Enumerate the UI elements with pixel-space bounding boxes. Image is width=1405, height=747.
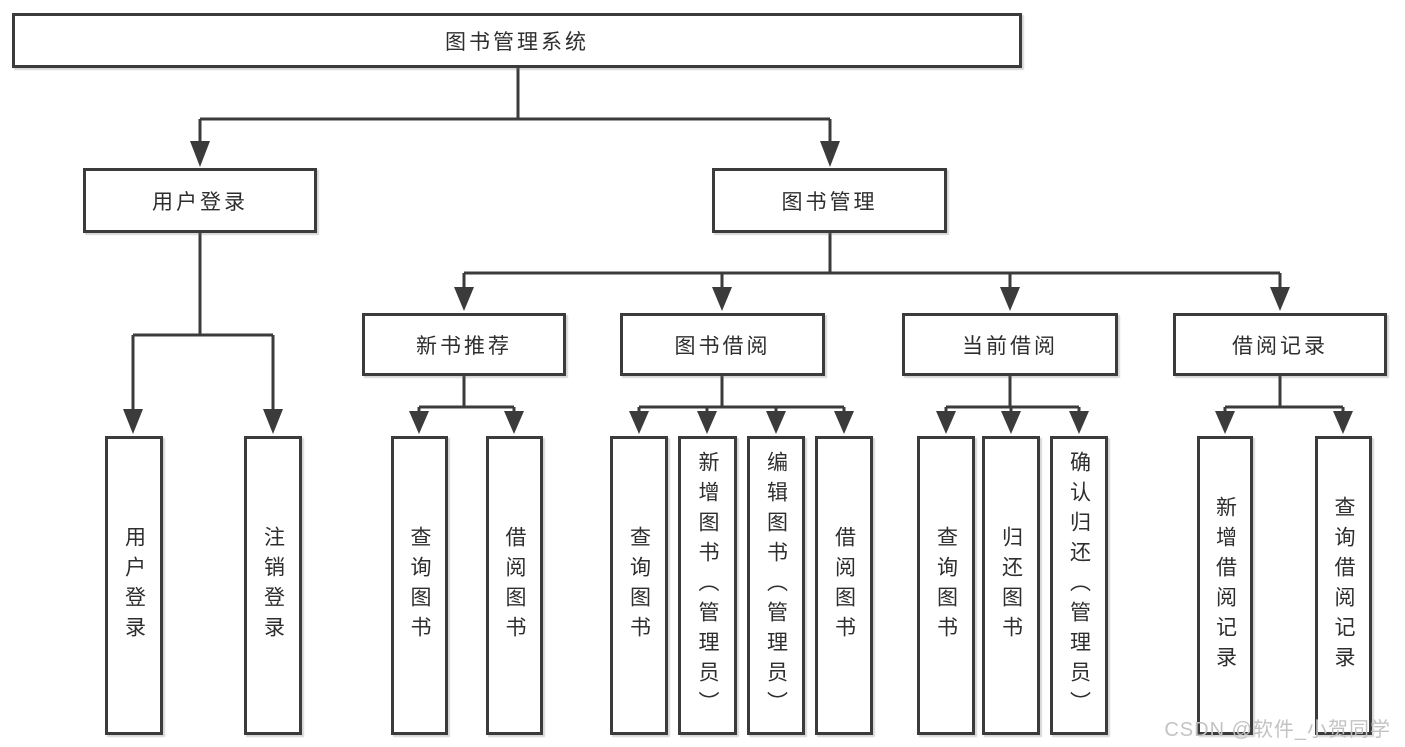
node-root-label: 图书管理系统 [445, 30, 589, 54]
leaf-query-books-2: 查询图书 [610, 436, 668, 735]
connector-root-to-level2 [190, 68, 840, 167]
node-new-books-label: 新书推荐 [416, 334, 512, 358]
leaf-add-borrow-record-label: 新增借阅记录 [1213, 495, 1237, 676]
node-borrow-records-label: 借阅记录 [1232, 334, 1328, 358]
leaf-edit-books-admin-label: 编辑图书（管理员） [764, 450, 788, 721]
node-root: 图书管理系统 [12, 13, 1022, 68]
leaf-edit-books-admin: 编辑图书（管理员） [747, 436, 805, 735]
leaf-confirm-return-admin-label: 确认归还（管理员） [1067, 450, 1091, 721]
leaf-borrow-books-2-label: 借阅图书 [832, 525, 856, 646]
connector-current-borrow-to-leaves [936, 376, 1089, 434]
leaf-user-login-label: 用户登录 [122, 525, 146, 646]
leaf-confirm-return-admin: 确认归还（管理员） [1050, 436, 1108, 735]
csdn-watermark: CSDN @软件_小贺同学 [1164, 719, 1391, 741]
leaf-borrow-books-1: 借阅图书 [486, 436, 543, 735]
leaf-borrow-books-1-label: 借阅图书 [503, 525, 526, 646]
leaf-logout-label: 注销登录 [261, 525, 285, 646]
leaf-return-books: 归还图书 [982, 436, 1040, 735]
leaf-add-books-admin-label: 新增图书（管理员） [696, 450, 719, 721]
connector-user-login-to-leaves [123, 233, 283, 434]
node-book-mgmt-label: 图书管理 [781, 190, 878, 214]
leaf-borrow-books-2: 借阅图书 [815, 436, 873, 735]
connector-new-books-to-leaves [409, 376, 524, 434]
leaf-query-books-1-label: 查询图书 [408, 525, 431, 646]
leaf-query-borrow-record-label: 查询借阅记录 [1332, 495, 1355, 676]
leaf-query-books-3: 查询图书 [917, 436, 975, 735]
leaf-query-books-2-label: 查询图书 [627, 525, 651, 646]
leaf-user-login: 用户登录 [105, 436, 163, 735]
node-current-borrow-label: 当前借阅 [962, 334, 1058, 358]
node-book-mgmt: 图书管理 [712, 168, 947, 233]
node-book-borrow-label: 图书借阅 [674, 334, 771, 358]
node-user-login-label: 用户登录 [152, 190, 248, 214]
leaf-add-books-admin: 新增图书（管理员） [678, 436, 737, 735]
leaf-add-borrow-record: 新增借阅记录 [1197, 436, 1253, 735]
node-current-borrow: 当前借阅 [902, 313, 1118, 376]
leaf-query-books-1: 查询图书 [391, 436, 448, 735]
connector-book-borrow-to-leaves [629, 376, 854, 434]
node-new-books: 新书推荐 [362, 313, 566, 376]
leaf-return-books-label: 归还图书 [999, 525, 1023, 646]
leaf-query-books-3-label: 查询图书 [934, 525, 958, 646]
node-user-login: 用户登录 [83, 168, 317, 233]
leaf-logout: 注销登录 [244, 436, 302, 735]
connector-book-mgmt-to-level3 [454, 233, 1290, 311]
node-book-borrow: 图书借阅 [620, 313, 825, 376]
node-borrow-records: 借阅记录 [1173, 313, 1387, 376]
leaf-query-borrow-record: 查询借阅记录 [1315, 436, 1372, 735]
connector-borrow-records-to-leaves [1215, 376, 1353, 434]
